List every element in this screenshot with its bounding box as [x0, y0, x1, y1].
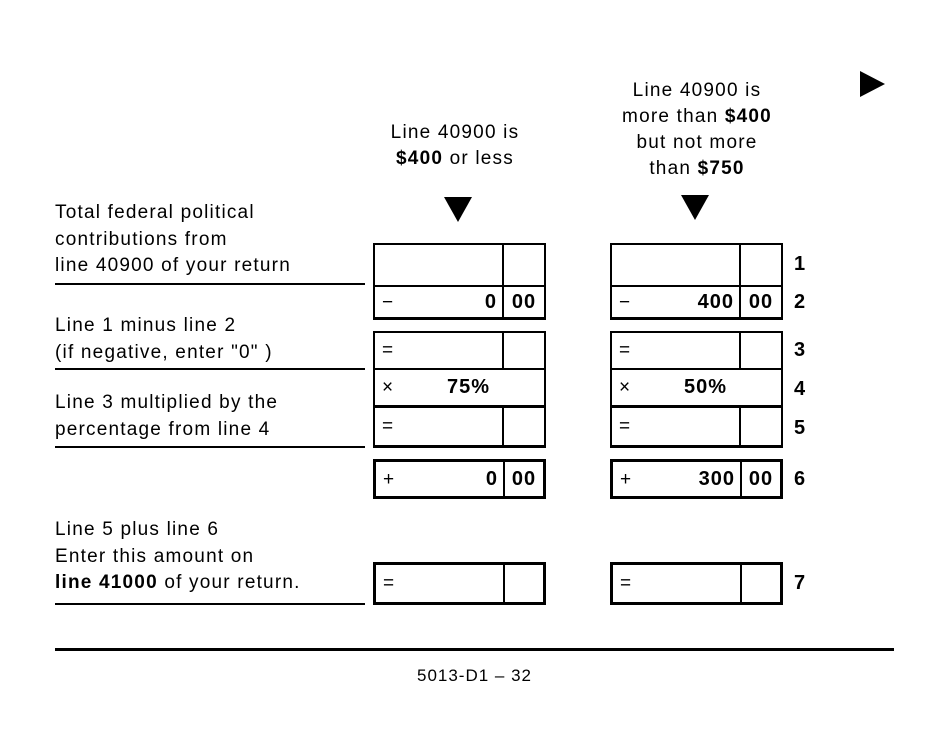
header-right-line2: more than $400 [622, 106, 772, 127]
cents-divider [739, 245, 741, 285]
label-line3: Line 1 minus line 2 (if negative, enter … [55, 315, 273, 363]
header-right-column: Line 40900 is more than $400 but not mor… [586, 78, 808, 182]
label-line7: Line 5 plus line 6 Enter this amount on … [55, 519, 301, 593]
col2-row7: = [613, 565, 780, 602]
col1-row3: = [375, 333, 544, 370]
label-line3-underline [55, 368, 365, 370]
row-number-1: 1 [794, 253, 806, 275]
col2-rows-3-5-group: = × 50% = [610, 331, 783, 448]
cents-divider [502, 287, 504, 317]
row-number-3: 3 [794, 339, 806, 361]
col2-row6: +300 00 [613, 462, 780, 496]
label-line5: Line 3 multiplied by the percentage from… [55, 392, 279, 440]
col2-row2-dollars: 400 [697, 290, 734, 313]
col1-row6-dollars: 0 [485, 467, 498, 490]
cents-divider [502, 408, 504, 445]
cents-divider [502, 245, 504, 285]
equals-operator: = [383, 573, 395, 594]
cents-divider [503, 565, 505, 602]
header-right-line4: than $750 [649, 158, 745, 179]
col1-row7: = [376, 565, 543, 602]
col2-row7-box: = [610, 562, 783, 605]
label-line5-underline [55, 446, 365, 448]
arrow-down-left-icon [444, 197, 472, 222]
cents-divider [739, 333, 741, 368]
minus-operator: − [619, 291, 631, 313]
col2-row4-percentage: 50% [684, 376, 728, 398]
multiply-operator: × [619, 377, 631, 398]
col1-row3-cents-field[interactable] [504, 333, 544, 368]
row-number-5: 5 [794, 417, 806, 439]
plus-operator: + [383, 468, 395, 490]
col2-row5-cents-field[interactable] [741, 408, 781, 445]
multiply-operator: × [382, 377, 394, 398]
equals-operator: = [619, 416, 631, 437]
label-line7-underline [55, 603, 365, 605]
equals-operator: = [620, 573, 632, 594]
row-number-4: 4 [794, 378, 806, 400]
label-line1: Total federal political contributions fr… [55, 202, 291, 276]
col1-row6-box: +0 00 [373, 459, 546, 499]
equals-operator: = [619, 340, 631, 361]
row-number-2: 2 [794, 291, 806, 313]
col2-row2-cents: 00 [748, 290, 774, 313]
col1-row2: − 0 00 [375, 287, 544, 317]
col2-row2: − 400 00 [612, 287, 781, 317]
col2-row5: = [612, 408, 781, 445]
cents-divider [740, 462, 742, 496]
col2-row6-box: +300 00 [610, 459, 783, 499]
col1-row2-cents: 00 [511, 290, 537, 313]
arrow-down-right-icon [681, 195, 709, 220]
footer-page-code: 5013-D1 – 32 [416, 666, 533, 685]
header-right-line3: but not more [636, 132, 758, 153]
row-number-7: 7 [794, 572, 806, 594]
col2-row7-cents-field[interactable] [742, 565, 780, 602]
col2-row1-cents-field[interactable] [741, 245, 781, 285]
header-left-line1: Line 40900 is [390, 122, 520, 143]
equals-operator: = [382, 416, 394, 437]
header-right-line1: Line 40900 is [632, 80, 762, 101]
col1-row5-cents-field[interactable] [504, 408, 544, 445]
footer-rule [55, 648, 894, 651]
plus-operator: + [620, 468, 632, 490]
col1-row4: × 75% [375, 370, 544, 408]
col2-row1 [612, 245, 781, 287]
col2-row6-dollars: 300 [698, 467, 735, 490]
cents-divider [503, 462, 505, 496]
col1-row6: +0 00 [376, 462, 543, 496]
col1-rows-3-5-group: = × 75% = [373, 331, 546, 448]
cents-divider [502, 333, 504, 368]
header-left-line2: $400 or less [396, 148, 514, 169]
label-line1-underline [55, 283, 365, 285]
col1-row2-dollars: 0 [484, 290, 497, 313]
col1-row7-cents-field[interactable] [505, 565, 543, 602]
row-number-6: 6 [794, 468, 806, 490]
col1-row1 [375, 245, 544, 287]
cents-divider [740, 565, 742, 602]
col1-rows-1-2-group: − 0 00 [373, 243, 546, 320]
col1-row7-box: = [373, 562, 546, 605]
col1-row5: = [375, 408, 544, 445]
col2-row4: × 50% [612, 370, 781, 408]
cents-divider [739, 287, 741, 317]
col1-row1-cents-field[interactable] [504, 245, 544, 285]
cents-divider [739, 408, 741, 445]
col1-row6-cents: 00 [511, 467, 537, 490]
col2-row6-cents: 00 [748, 467, 774, 490]
header-left-column: Line 40900 is $400 or less [345, 120, 565, 172]
col1-row4-percentage: 75% [447, 376, 491, 398]
equals-operator: = [382, 340, 394, 361]
minus-operator: − [382, 291, 394, 313]
arrow-right-icon [860, 71, 885, 97]
col2-row3: = [612, 333, 781, 370]
col2-row3-cents-field[interactable] [741, 333, 781, 368]
col2-rows-1-2-group: − 400 00 [610, 243, 783, 320]
